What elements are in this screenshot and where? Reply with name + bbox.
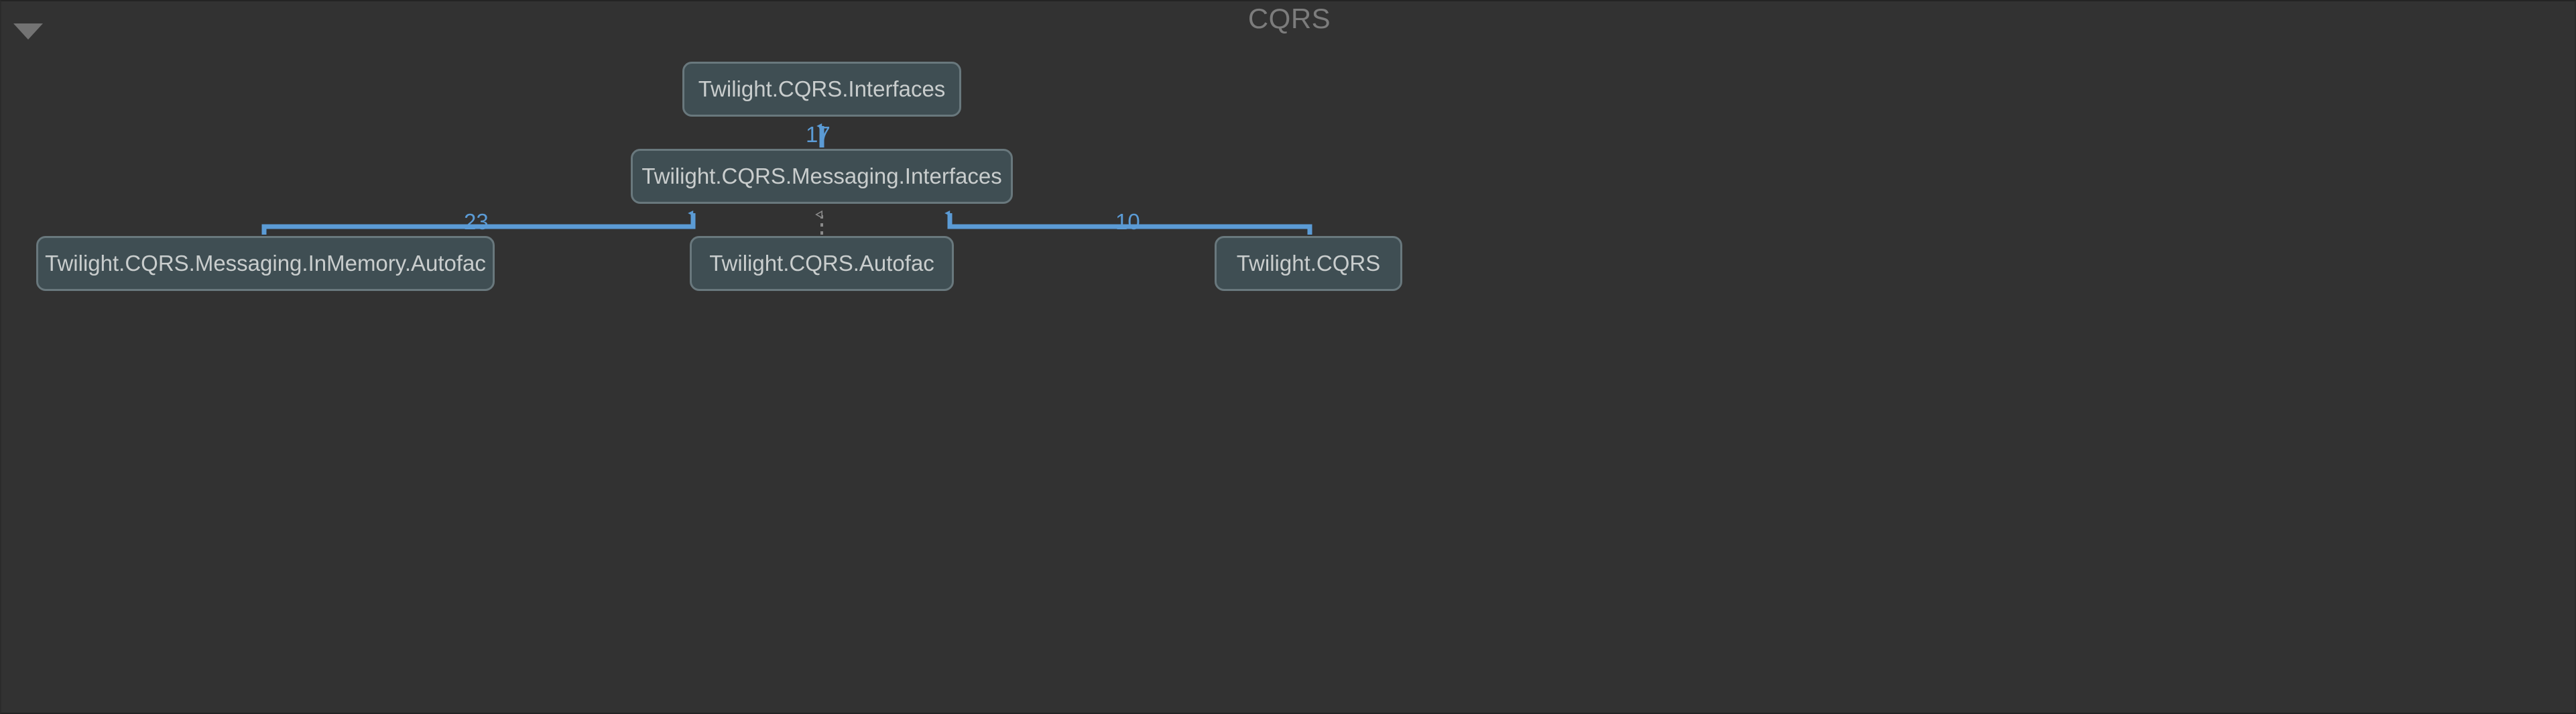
node-label: Twilight.CQRS.Interfaces xyxy=(698,76,946,101)
graph-node-twilight-cqrs[interactable]: Twilight.CQRS xyxy=(1215,236,1402,291)
edge-cqrs-to-messaging-interfaces[interactable] xyxy=(944,210,1312,235)
graph-node-twilight-cqrs-interfaces[interactable]: Twilight.CQRS.Interfaces xyxy=(682,62,961,117)
node-label: Twilight.CQRS xyxy=(1236,251,1381,276)
graph-node-twilight-cqrs-autofac[interactable]: Twilight.CQRS.Autofac xyxy=(690,236,954,291)
node-label: Twilight.CQRS.Autofac xyxy=(709,251,934,276)
triangle-down-icon[interactable] xyxy=(13,23,43,40)
node-label: Twilight.CQRS.Messaging.InMemory.Autofac xyxy=(45,251,486,276)
graph-node-twilight-cqrs-messaging-inmemory-autofac[interactable]: Twilight.CQRS.Messaging.InMemory.Autofac xyxy=(36,236,495,291)
graph-node-twilight-cqrs-messaging-interfaces[interactable]: Twilight.CQRS.Messaging.Interfaces xyxy=(631,149,1013,204)
node-label: Twilight.CQRS.Messaging.Interfaces xyxy=(641,164,1002,188)
edge-inmemory-autofac-to-messaging-interfaces[interactable] xyxy=(261,210,696,235)
